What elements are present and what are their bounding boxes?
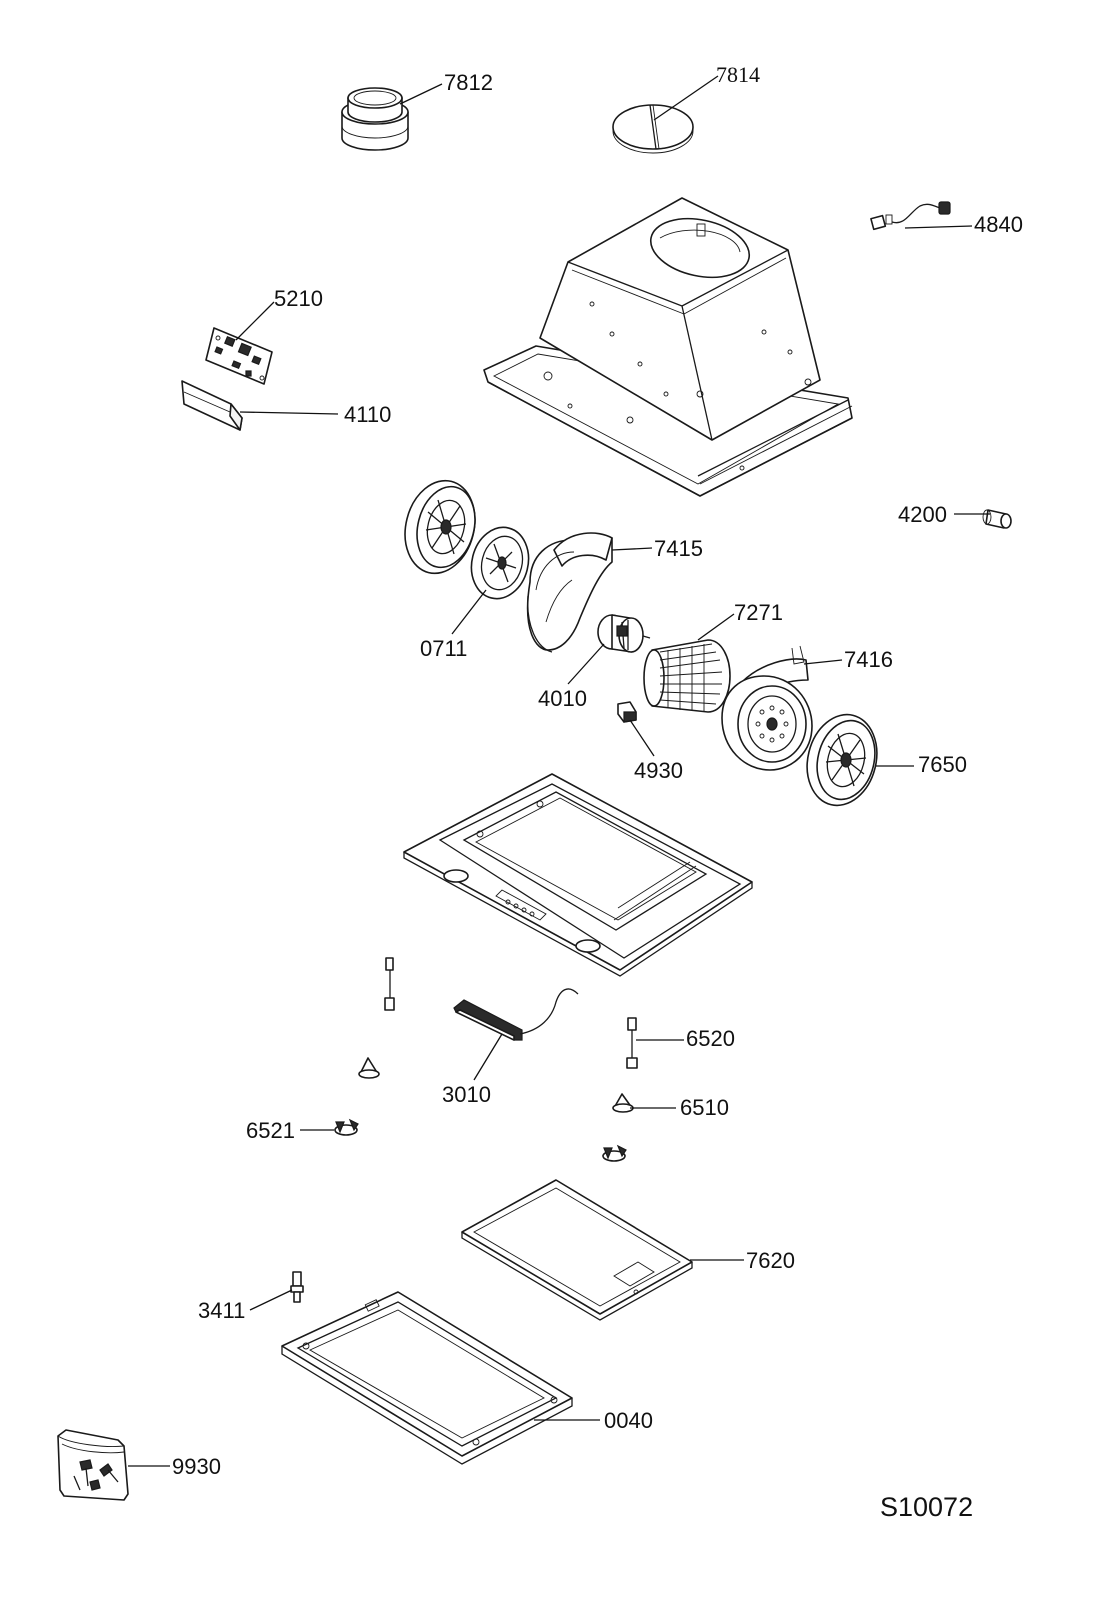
label-5210: 5210 bbox=[274, 286, 323, 311]
part-6521-lamp-ring bbox=[334, 1118, 359, 1136]
hood-lower-frame bbox=[403, 773, 753, 977]
label-3010: 3010 bbox=[442, 1082, 491, 1107]
label-4110: 4110 bbox=[344, 402, 391, 427]
leader-4840 bbox=[904, 225, 973, 229]
lamp-cable-left bbox=[384, 957, 395, 1011]
part-7814-backflow-flap bbox=[612, 104, 694, 154]
leader-4930 bbox=[629, 719, 655, 757]
label-7620: 7620 bbox=[746, 1248, 795, 1273]
label-4840: 4840 bbox=[974, 212, 1023, 237]
label-6510: 6510 bbox=[680, 1095, 729, 1120]
part-9930-fixing-kit-bag bbox=[57, 1429, 129, 1501]
part-3010-led-module bbox=[453, 988, 579, 1041]
leader-7812 bbox=[399, 83, 443, 105]
label-4010: 4010 bbox=[538, 686, 587, 711]
drawing-code: S10072 bbox=[880, 1492, 973, 1522]
leader-4110 bbox=[239, 411, 339, 415]
part-7415-blower-housing-half bbox=[526, 532, 613, 653]
part-7271-impeller bbox=[643, 639, 731, 713]
part-4200-capacitor bbox=[982, 509, 1012, 529]
label-7812: 7812 bbox=[444, 70, 493, 95]
leader-lines bbox=[128, 75, 990, 1467]
leader-5210 bbox=[235, 301, 275, 341]
label-4930: 4930 bbox=[634, 758, 683, 783]
lamp-left bbox=[358, 1057, 380, 1079]
part-labels: 7812 7814 4840 5210 4110 4200 7415 0711 … bbox=[172, 62, 1023, 1479]
label-9930: 9930 bbox=[172, 1454, 221, 1479]
left-intake-grille bbox=[404, 479, 476, 575]
leader-4010 bbox=[567, 643, 605, 685]
leader-7416 bbox=[803, 659, 843, 665]
leader-7415 bbox=[611, 547, 653, 551]
label-4200: 4200 bbox=[898, 502, 947, 527]
label-3411: 3411 bbox=[198, 1298, 245, 1323]
label-6520: 6520 bbox=[686, 1026, 735, 1051]
label-0711: 0711 bbox=[420, 636, 467, 661]
leader-3411 bbox=[249, 1289, 293, 1311]
part-7650-intake-grille bbox=[806, 713, 878, 807]
part-3411-pin bbox=[290, 1271, 304, 1303]
leader-7814 bbox=[653, 75, 719, 121]
leader-7271 bbox=[697, 613, 735, 641]
label-7814: 7814 bbox=[716, 62, 760, 87]
part-4110-board-cover bbox=[181, 380, 243, 431]
part-6520-lamp-cable bbox=[626, 1017, 638, 1069]
label-0040: 0040 bbox=[604, 1408, 653, 1433]
part-7620-grease-filter bbox=[461, 1179, 693, 1321]
part-4010-fan-motor bbox=[597, 614, 651, 653]
label-7650: 7650 bbox=[918, 752, 967, 777]
leader-3010 bbox=[473, 1033, 503, 1081]
part-0040-bottom-frame bbox=[281, 1291, 573, 1465]
part-4840-wiring-cable bbox=[870, 201, 951, 231]
part-5210-control-board bbox=[205, 327, 273, 385]
label-7416: 7416 bbox=[844, 647, 893, 672]
part-0711-inlet-ring bbox=[470, 526, 530, 600]
part-7812-duct-collar bbox=[341, 87, 409, 151]
label-6521: 6521 bbox=[246, 1118, 295, 1143]
label-7271: 7271 bbox=[734, 600, 783, 625]
hood-main-housing bbox=[483, 197, 853, 497]
part-4930-connector bbox=[617, 701, 637, 723]
part-7416-blower-housing-half bbox=[721, 645, 813, 771]
part-6510-lamp bbox=[612, 1093, 634, 1113]
label-7415: 7415 bbox=[654, 536, 703, 561]
lamp-ring-right bbox=[602, 1144, 627, 1162]
leader-0711 bbox=[451, 589, 487, 635]
